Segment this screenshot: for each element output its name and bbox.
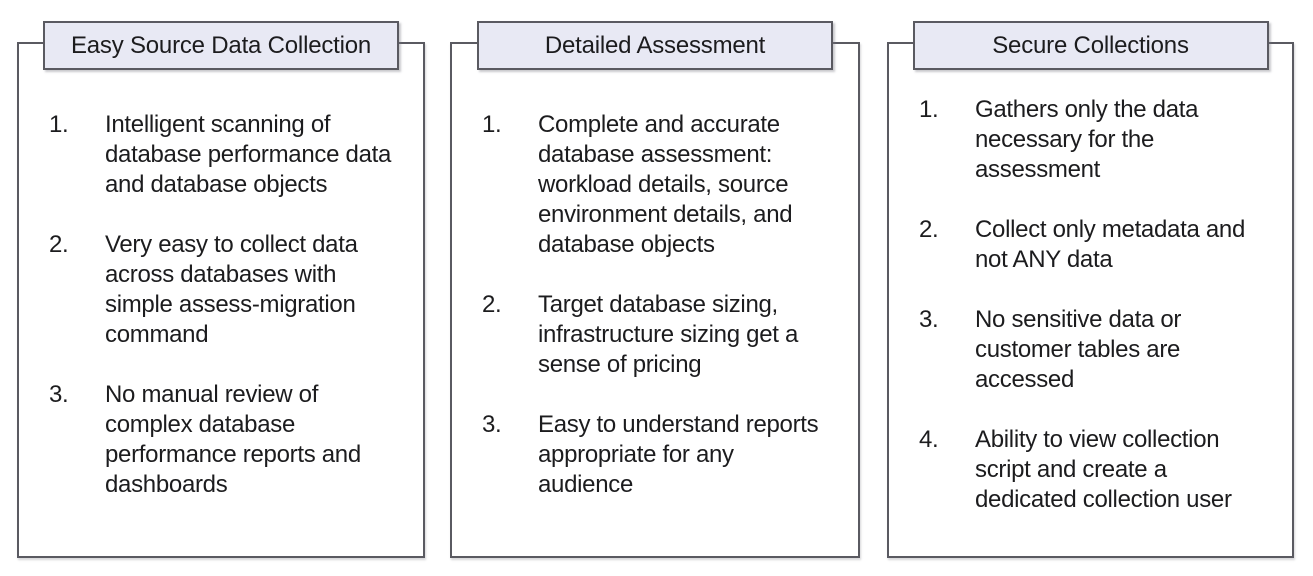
item-number: 3. (482, 411, 502, 438)
feature-list: 1. Gathers only the data necessary for t… (889, 44, 1292, 515)
list-item: 2. Target database sizing, infrastructur… (482, 290, 854, 380)
list-item: 2. Very easy to collect data across data… (49, 230, 419, 350)
panel-title-box: Secure Collections (912, 21, 1269, 70)
panel-title: Secure Collections (992, 31, 1189, 59)
panel-title-box: Detailed Assessment (477, 21, 833, 70)
feature-list: 1. Complete and accurate database assess… (452, 44, 858, 500)
panel-title: Easy Source Data Collection (70, 31, 372, 59)
item-text: Intelligent scanning of database perform… (105, 111, 392, 198)
item-text: Gathers only the data necessary for the … (975, 96, 1199, 183)
item-text: Target database sizing, infrastructure s… (538, 291, 799, 378)
item-number: 2. (49, 231, 69, 258)
list-item: 3. No sensitive data or customer tables … (919, 305, 1288, 395)
item-text: No manual review of complex database per… (105, 381, 361, 498)
item-text: No sensitive data or customer tables are… (975, 306, 1182, 393)
item-text: Complete and accurate database assessmen… (538, 111, 793, 258)
list-item: 1. Intelligent scanning of database perf… (49, 110, 419, 200)
panel-title: Detailed Assessment (544, 31, 766, 59)
list-item: 1. Complete and accurate database assess… (482, 110, 854, 260)
item-number: 1. (482, 111, 502, 138)
feature-list: 1. Intelligent scanning of database perf… (19, 44, 423, 500)
item-text: Collect only metadata and not ANY data (975, 216, 1246, 273)
item-text: Easy to understand reports appropriate f… (538, 411, 819, 498)
item-number: 2. (919, 216, 939, 243)
item-number: 1. (49, 111, 69, 138)
list-item: 1. Gathers only the data necessary for t… (919, 95, 1288, 185)
item-text: Ability to view collection script and cr… (975, 426, 1232, 513)
item-number: 1. (919, 96, 939, 123)
list-item: 2. Collect only metadata and not ANY dat… (919, 215, 1288, 275)
item-text: Very easy to collect data across databas… (105, 231, 358, 348)
panel-easy-source-data-collection: Easy Source Data Collection 1. Intellige… (17, 21, 425, 558)
list-item: 3. Easy to understand reports appropriat… (482, 410, 854, 500)
item-number: 3. (49, 381, 69, 408)
list-item: 3. No manual review of complex database … (49, 380, 419, 500)
list-item: 4. Ability to view collection script and… (919, 425, 1288, 515)
item-number: 3. (919, 306, 939, 333)
item-number: 4. (919, 426, 939, 453)
panel-title-box: Easy Source Data Collection (43, 21, 399, 70)
panel-detailed-assessment: Detailed Assessment 1. Complete and accu… (450, 21, 860, 558)
panel-secure-collections: Secure Collections 1. Gathers only the d… (887, 21, 1294, 558)
item-number: 2. (482, 291, 502, 318)
